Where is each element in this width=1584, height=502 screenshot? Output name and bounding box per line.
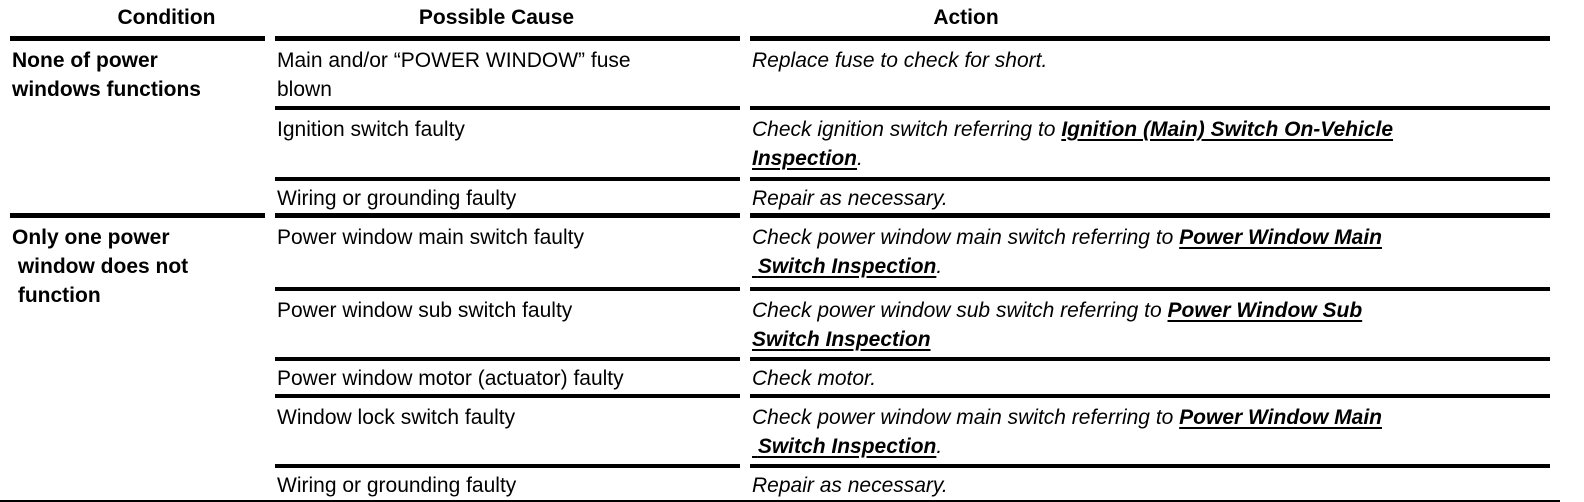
action-cell: Replace fuse to check for short. [750,41,1550,110]
header-row: Condition Possible Cause Action [10,0,1550,41]
action-text: Check power window main switch referring… [752,406,1180,429]
action-text: Check power window sub switch referring … [752,299,1168,322]
ignition-main-switch-inspection-link[interactable]: Ignition (Main) Switch On-Vehicle Inspec… [752,118,1394,170]
column-header-condition: Condition [10,0,265,41]
action-cell: Check power window sub switch referring … [750,291,1550,361]
condition-cell: Only one power window does not function [12,226,189,307]
power-window-main-switch-inspection-link[interactable]: Power Window Main Switch Inspection [757,406,1382,458]
column-header-possible-cause: Possible Cause [275,0,740,41]
cause-cell: Main and/or “POWER WINDOW” fuse blown [275,41,740,110]
action-cell: Repair as necessary. [750,468,1550,500]
cause-cell: Power window sub switch faulty [275,291,740,361]
action-text: . [857,147,863,170]
column-header-action-label: Action [933,6,999,29]
table-row: Power window sub switch faulty Check pow… [10,291,1550,361]
table-row: Only one power window does not function … [10,218,1550,307]
cause-cell: Window lock switch faulty [275,398,740,468]
action-text: Replace fuse to check for short. [752,49,1048,72]
action-text: Check power window main switch referring… [752,226,1180,249]
table-row: Wiring or grounding faulty Repair as nec… [10,181,1550,218]
condition-cell: None of power windows functions [10,41,265,218]
cause-cell: Wiring or grounding faulty [277,474,517,497]
power-window-sub-switch-inspection-link[interactable]: Power Window Sub Switch Inspection [752,299,1363,351]
action-cell: Check power window main switch referring… [750,398,1550,468]
action-text: Repair as necessary. [752,474,948,497]
table-row: None of power windows functions Main and… [10,41,1550,218]
action-text: Check ignition switch referring to [752,118,1062,141]
cause-cell: Wiring or grounding faulty [275,181,740,218]
power-window-main-switch-inspection-link[interactable]: Power Window Main Switch Inspection [757,226,1382,278]
column-header-possible-cause-label: Possible Cause [418,6,575,29]
action-text: . [936,435,943,458]
action-cell: Check power window main switch referring… [750,218,1550,291]
table-row: Wiring or grounding faulty Repair as nec… [10,468,1550,500]
action-cell: Check ignition switch referring to Ignit… [750,110,1550,181]
table-row: Ignition switch faulty Check ignition sw… [10,110,1550,181]
cause-cell: Ignition switch faulty [275,110,740,181]
action-text: Check motor. [752,367,877,390]
action-cell: Repair as necessary. [750,181,1550,218]
table-row: Power window motor (actuator) faulty Che… [10,361,1550,398]
action-cell: Check motor. [750,361,1550,398]
action-text: Repair as necessary. [752,187,948,210]
cause-cell: Power window main switch faulty [275,218,740,291]
column-header-condition-label: Condition [117,6,216,29]
table-row: Window lock switch faulty Check power wi… [10,398,1550,468]
column-header-action: Action [750,0,1550,41]
action-text: . [936,255,943,278]
cause-cell: Power window motor (actuator) faulty [275,361,740,398]
